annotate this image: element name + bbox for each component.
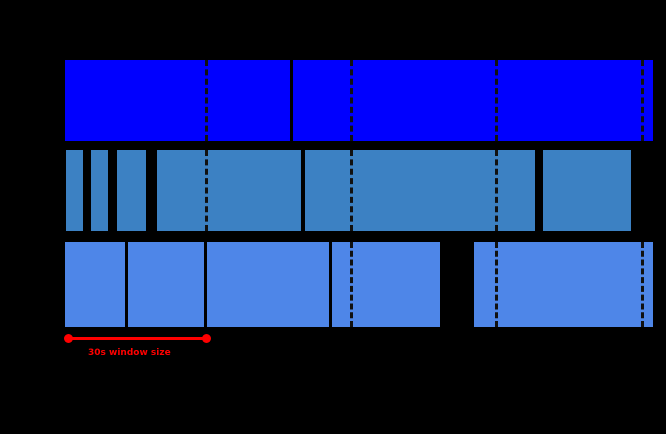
segment-bar[interactable] [207,242,329,327]
track-row-2 [0,150,666,231]
segment-bar[interactable] [117,150,146,231]
track-row-1 [0,60,666,141]
annotation-cap-left [64,334,73,343]
annotation-cap-right [202,334,211,343]
segment-bar[interactable] [474,242,653,327]
segment-bar[interactable] [293,60,653,141]
annotation-label: 30s window size [88,348,171,358]
segment-bar[interactable] [332,242,440,327]
segment-bar[interactable] [66,150,83,231]
segment-bar[interactable] [305,150,535,231]
segment-bar[interactable] [543,150,631,231]
segment-bar[interactable] [65,242,125,327]
segment-bar[interactable] [157,150,301,231]
annotation-rule [68,337,207,340]
track-row-3 [0,242,666,327]
segment-bar[interactable] [91,150,108,231]
segment-bar[interactable] [65,60,290,141]
segment-bar[interactable] [128,242,204,327]
